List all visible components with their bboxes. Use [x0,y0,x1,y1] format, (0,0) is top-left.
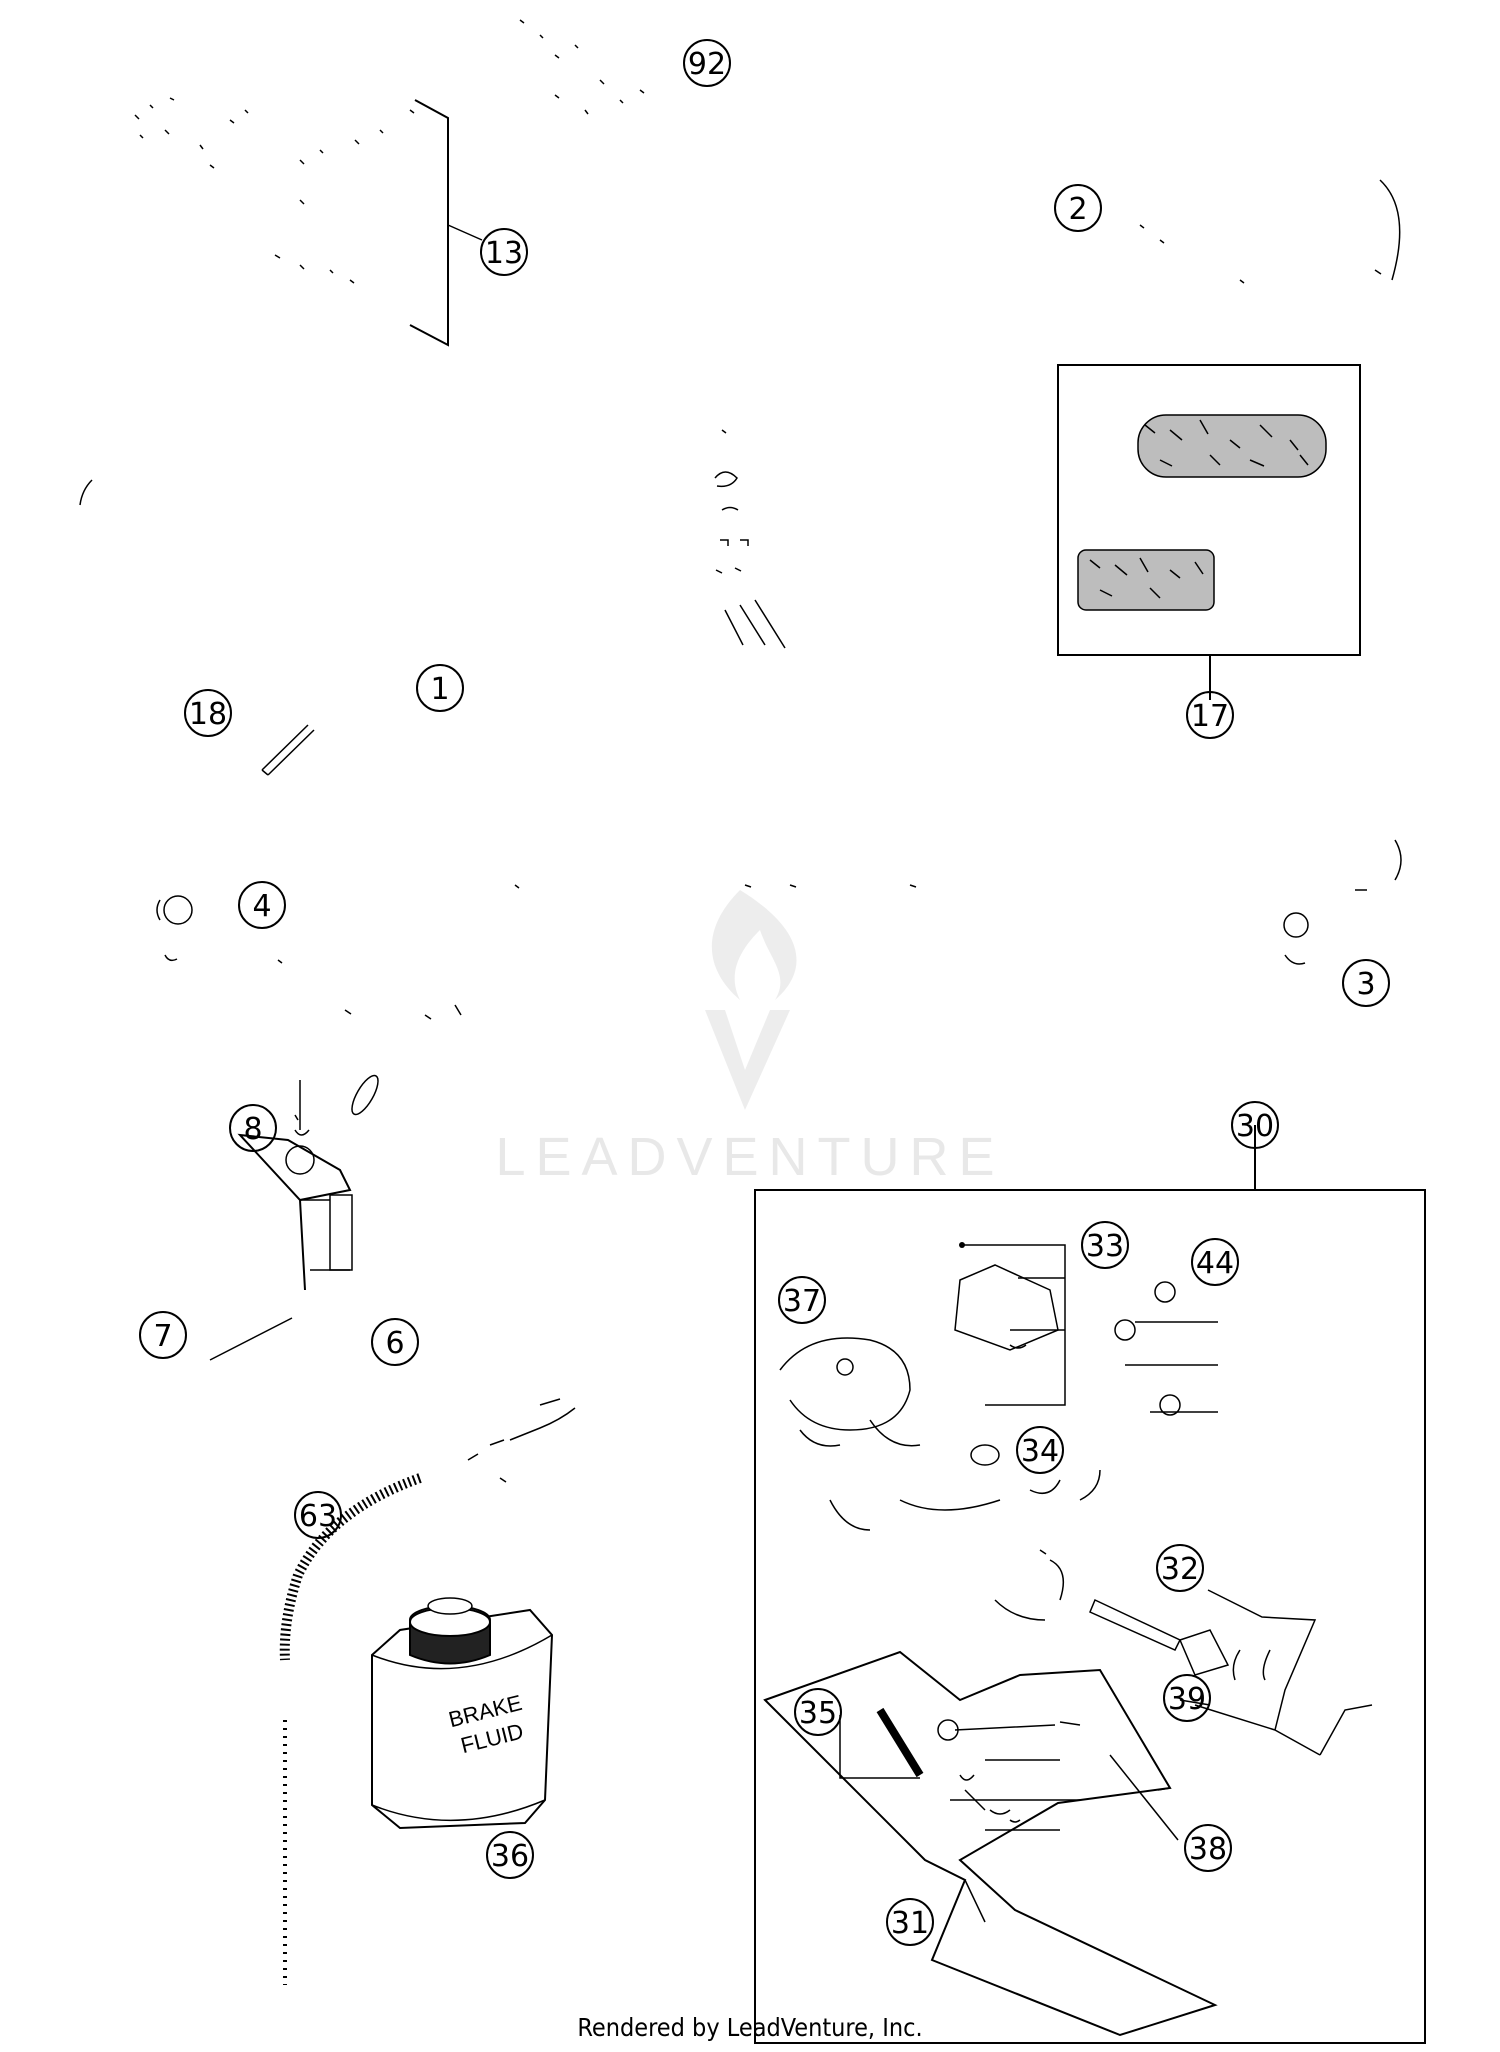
svg-text:31: 31 [891,1906,929,1941]
svg-text:33: 33 [1086,1229,1124,1264]
svg-text:38: 38 [1189,1832,1227,1867]
brake-hose-part [279,1398,576,1985]
brake-fluid-bottle: BRAKE FLUID [371,1597,554,1830]
callout-31: 31 [886,1898,934,1946]
callout-17: 17 [1186,691,1234,739]
svg-text:2: 2 [1068,192,1087,227]
svg-text:92: 92 [688,47,726,82]
svg-text:18: 18 [189,697,227,732]
right-grip-sketch [1139,179,1401,284]
svg-text:17: 17 [1191,699,1229,734]
switch-parts-sketch [714,429,786,649]
svg-text:36: 36 [491,1839,529,1874]
svg-text:1: 1 [430,672,449,707]
left-end-cap [156,895,462,1020]
svg-text:37: 37 [783,1284,821,1319]
master-cylinder-kit-box [754,1125,1426,2044]
handlebar-part-sketch [79,19,645,506]
callout-37: 37 [778,1276,826,1324]
footer-credit: Rendered by LeadVenture, Inc. [577,2013,923,2042]
callout-18: 18 [184,689,232,737]
svg-text:4: 4 [252,889,271,924]
callout-6: 6 [371,1318,419,1366]
right-end-cap [514,839,1402,965]
callout-44: 44 [1191,1238,1239,1286]
callout-30: 30 [1231,1101,1279,1149]
callout-38: 38 [1184,1824,1232,1872]
callout-36: 36 [486,1831,534,1879]
screw-part [261,724,315,776]
callout-34: 34 [1016,1426,1064,1474]
plate-part [409,99,449,347]
svg-text:30: 30 [1236,1109,1274,1144]
leadventure-watermark: LEADVENTURE [495,890,1004,1187]
callout-3: 3 [1342,959,1390,1007]
lever-clamp-part [237,1074,379,1291]
svg-text:3: 3 [1356,967,1375,1002]
callout-13: 13 [447,224,528,276]
svg-text:7: 7 [153,1319,172,1354]
callout-39: 39 [1163,1674,1211,1722]
svg-text:44: 44 [1196,1246,1234,1281]
svg-text:8: 8 [243,1112,262,1147]
callout-1: 1 [416,664,464,712]
watermark-text: LEADVENTURE [495,1127,1004,1187]
svg-text:34: 34 [1021,1434,1059,1469]
callout-35: 35 [794,1688,842,1736]
callout-92: 92 [683,39,731,87]
callout-2: 2 [1054,184,1102,232]
svg-text:35: 35 [799,1696,837,1731]
leader-7 [209,1317,293,1361]
callout-8: 8 [229,1104,277,1152]
callout-32: 32 [1156,1544,1204,1592]
callout-7: 7 [139,1311,187,1359]
callout-63: 63 [294,1491,342,1539]
callout-labels: 92 13 2 17 1 18 4 3 8 7 6 30 33 44 37 34… [139,39,1390,1946]
svg-text:13: 13 [485,236,523,271]
svg-text:6: 6 [385,1326,404,1361]
grips-box [1057,364,1361,700]
svg-text:39: 39 [1168,1682,1206,1717]
svg-text:63: 63 [299,1499,337,1534]
callout-4: 4 [238,881,286,929]
callout-33: 33 [1081,1221,1129,1269]
svg-text:32: 32 [1161,1552,1199,1587]
